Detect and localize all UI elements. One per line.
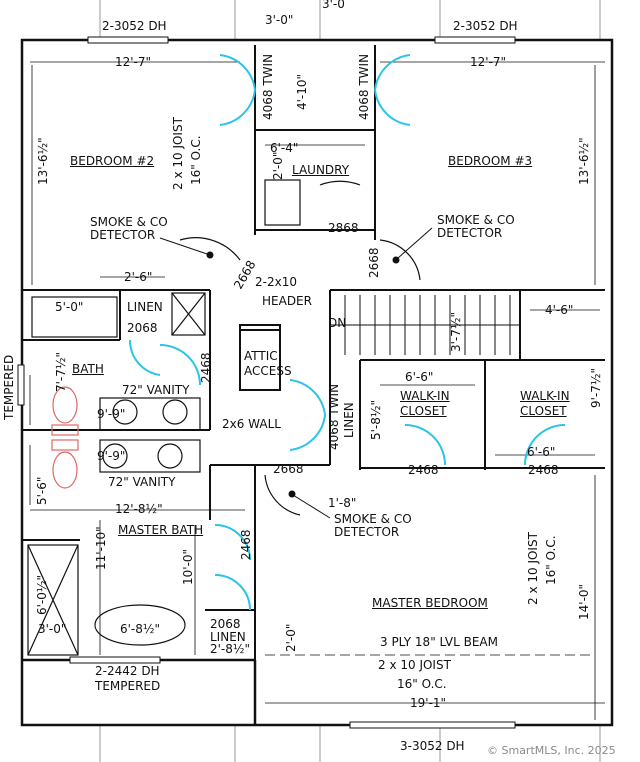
dim-tub-6-8: 6'-8½" — [120, 622, 161, 636]
door-2868: 2868 — [328, 221, 359, 235]
door-2468-b: 2468 — [408, 463, 439, 477]
dim-bath-7-7: 7'-7½" — [54, 351, 68, 392]
dim-laundry-depth: 4'-10" — [295, 73, 309, 110]
wall-2x6: 2x6 WALL — [222, 417, 281, 431]
leaders — [159, 227, 433, 519]
room-linen-top: LINEN — [127, 300, 163, 314]
door-2468-c: 2468 — [528, 463, 559, 477]
dim-vanity-9-9-a: 9'-9" — [97, 407, 126, 421]
vanity-top: 72" VANITY — [122, 383, 190, 397]
dim-top-center: 3'-0" — [265, 13, 294, 27]
header-2: HEADER — [262, 294, 312, 308]
room-linen-low: LINEN — [210, 630, 246, 644]
dim-master-bath-12-8: 12'-8½" — [115, 502, 163, 516]
dim-shower-3: 3'-0" — [38, 622, 67, 636]
attic-2: ACCESS — [244, 364, 292, 378]
dim-closet-4-6: 4'-6" — [545, 303, 574, 317]
door-2468-a: 2468 — [199, 352, 213, 383]
door-swings — [128, 54, 566, 611]
dim-closet-5-8: 5'-8½" — [369, 399, 383, 440]
stair-dn: DN — [328, 316, 347, 330]
dim-master-14-0: 14'-0" — [577, 583, 591, 620]
fixtures — [27, 179, 301, 656]
smoke-mid-2: DETECTOR — [334, 525, 400, 539]
door-2668-b: 2668 — [367, 247, 381, 278]
room-bath: BATH — [72, 362, 104, 376]
dim-master-bath-10-0: 10'-0" — [181, 548, 195, 585]
walkin-right-1: WALK-IN — [520, 389, 570, 403]
dim-1-8: 1'-8" — [328, 496, 357, 510]
room-master-bath: MASTER BATH — [118, 523, 204, 537]
vanity-bottom: 72" VANITY — [108, 475, 176, 489]
watermark: © SmartMLS, Inc. 2025 — [487, 744, 616, 757]
grid-lines — [99, 0, 601, 762]
window-side-tempered: TEMPERED — [2, 354, 16, 420]
window-lower-left-2: TEMPERED — [95, 679, 161, 693]
door-2668-c: 2668 — [273, 462, 304, 476]
toilets — [51, 386, 79, 489]
walkin-left-1: WALK-IN — [400, 389, 450, 403]
dim-stair: 3'-7½" — [449, 311, 463, 352]
window-bottom: 3-3052 DH — [400, 739, 465, 753]
dim-master-19-1: 19'-1" — [410, 696, 447, 710]
dim-vanity-9-9-b: 9'-9" — [97, 449, 126, 463]
joist-right-1: 2 x 10 JOIST — [526, 532, 540, 605]
dim-br3-height: 13'-6½" — [577, 137, 591, 185]
smoke-left-2: DETECTOR — [90, 228, 156, 242]
joist-right-2: 16" O.C. — [544, 535, 558, 585]
joist-bottom-2: 16" O.C. — [397, 677, 447, 691]
dim-linen-2-8: 2'-8½" — [210, 642, 251, 656]
joist-top-line1: 2 x 10 JOIST — [171, 117, 185, 190]
exterior-walls — [20, 38, 614, 727]
dim-tub-5: 5'-0" — [55, 300, 84, 314]
windows — [17, 36, 516, 729]
twin-linen-1: 4068 TWIN — [327, 383, 341, 450]
walkin-left-2: CLOSET — [400, 404, 447, 418]
stairs — [330, 295, 520, 355]
door-swings-black — [179, 180, 421, 516]
beam-label: 3 PLY 18" LVL BEAM — [380, 635, 498, 649]
dim-closet-6-6-a: 6'-6" — [405, 370, 434, 384]
dim-br2-height: 13'-6½" — [36, 137, 50, 185]
dim-master-bath-5-6: 5'-6" — [35, 476, 49, 505]
joist-top-line2: 16" O.C. — [189, 135, 203, 185]
door-2068-b: 2068 — [210, 617, 241, 631]
room-master-bedroom: MASTER BEDROOM — [372, 596, 488, 610]
door-2468-d: 2468 — [239, 529, 253, 560]
window-label-top-right: 2-3052 DH — [453, 19, 518, 33]
dim-shower-6: 6'-0½" — [35, 574, 49, 615]
walkin-right-2: CLOSET — [520, 404, 567, 418]
door-twin-right: 4068 TWIN — [357, 53, 371, 120]
header-1: 2-2x10 — [255, 275, 297, 289]
smoke-right-1: SMOKE & CO — [437, 213, 515, 227]
room-bedroom-2: BEDROOM #2 — [70, 154, 155, 168]
dim-closet-6-6-b: 6'-6" — [527, 445, 556, 459]
window-label-top-left: 2-3052 DH — [102, 19, 167, 33]
room-laundry: LAUNDRY — [292, 163, 350, 177]
dim-top-partial: 3'-0 — [322, 0, 345, 11]
dim-master-bath-11-10: 11'-10" — [94, 526, 108, 570]
room-bedroom-3: BEDROOM #3 — [448, 154, 533, 168]
smoke-right-2: DETECTOR — [437, 226, 503, 240]
twin-linen-2: LINEN — [342, 402, 356, 438]
interior-walls — [22, 45, 605, 660]
smoke-left-1: SMOKE & CO — [90, 215, 168, 229]
dim-laundry-width: 6'-4" — [270, 141, 299, 155]
dimension-lines — [29, 61, 605, 720]
dim-laundry-small: 2'-0" — [271, 151, 285, 180]
dim-br2-width: 12'-7" — [115, 55, 152, 69]
door-2068: 2068 — [127, 321, 158, 335]
joist-bottom-1: 2 x 10 JOIST — [378, 658, 451, 672]
attic-1: ATTIC — [244, 349, 278, 363]
door-twin-left: 4068 TWIN — [261, 53, 275, 120]
dim-br3-width: 12'-7" — [470, 55, 507, 69]
dim-closet-9-7: 9'-7½" — [589, 367, 603, 408]
smoke-mid-1: SMOKE & CO — [334, 512, 412, 526]
dim-2-6: 2'-6" — [124, 270, 153, 284]
dim-2-0: 2'-0" — [284, 623, 298, 652]
window-lower-left-1: 2-2442 DH — [95, 664, 160, 678]
